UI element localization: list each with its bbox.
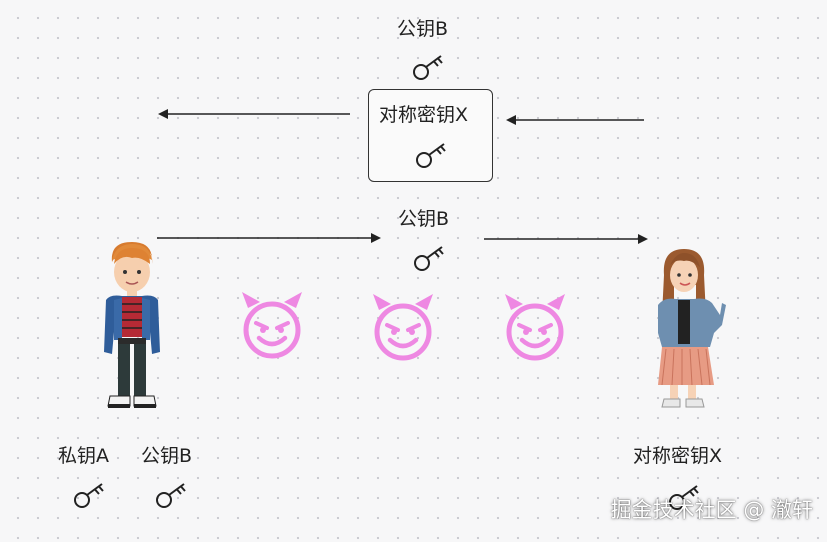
public-key-b-label: 公钥B <box>141 445 193 467</box>
arrow-right-middle-left <box>157 233 381 243</box>
key-icon <box>412 243 448 273</box>
watermark: 掘金技术社区 @ 澈轩 <box>610 498 813 522</box>
top-public-key-label: 公钥B <box>397 18 449 40</box>
middle-public-key-label: 公钥B <box>398 208 450 230</box>
devil-face-icon <box>367 292 439 364</box>
devil-face-icon <box>499 292 571 364</box>
private-key-a-label: 私钥A <box>58 445 109 467</box>
girl-avatar <box>658 249 726 408</box>
key-icon <box>414 140 450 170</box>
devil-face-icon <box>236 290 308 362</box>
arrow-left-top <box>158 109 350 119</box>
key-icon <box>72 480 108 510</box>
key-icon <box>154 480 190 510</box>
key-icon <box>411 52 447 82</box>
arrow-right-middle-right <box>484 234 648 244</box>
box-symmetric-key-label: 对称密钥X <box>379 104 469 126</box>
arrow-left-top-right <box>506 115 644 125</box>
boy-avatar <box>104 242 160 408</box>
symmetric-key-x-label: 对称密钥X <box>633 445 723 467</box>
symmetric-key-box <box>368 89 493 182</box>
